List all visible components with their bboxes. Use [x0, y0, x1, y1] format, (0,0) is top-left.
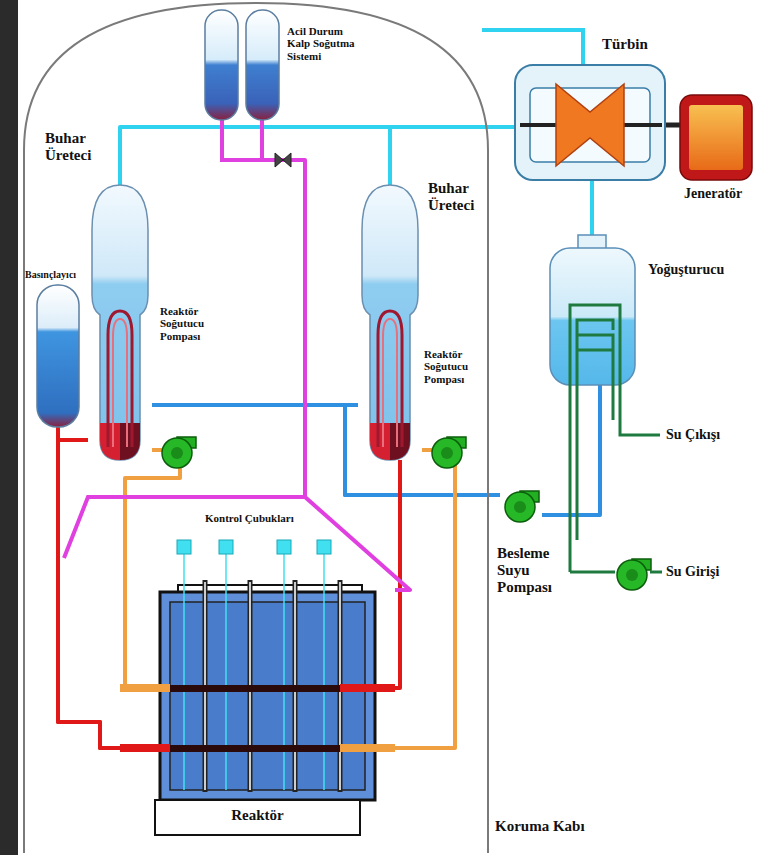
text-slot: Yoğuşturucu: [648, 262, 748, 278]
text-slot: Reaktör: [155, 807, 360, 824]
turbine: Türbin: [515, 65, 665, 180]
node-label: Buhar Üreteci: [428, 180, 488, 214]
text-slot: Jeneratör: [684, 186, 760, 202]
pipe-connector: [58, 427, 120, 748]
text-slot: Acil Durum Kalp Soğutma Sistemi: [287, 25, 365, 62]
steam-generator: Buhar Üreteci: [358, 185, 422, 460]
node-label: Türbin: [602, 36, 672, 53]
node-label: Besleme Suyu Pompası: [497, 545, 577, 595]
pipe-connector: [395, 460, 400, 688]
text-slot: Reaktör Soğutucu Pompası: [160, 305, 222, 342]
node-label: Basınçlayıcı: [25, 269, 87, 280]
part-label: Su Girişi: [666, 564, 756, 580]
text-slot: Koruma Kabı: [495, 818, 615, 835]
part-label: Kontrol Çubukları: [205, 512, 315, 524]
emergency-tanks: Acil Durum Kalp Soğutma Sistemi: [205, 10, 280, 120]
pipe-connector: [120, 127, 515, 185]
generator: Jeneratör: [680, 95, 752, 180]
containment-dome: Koruma KabıAcil Durum Kalp Soğutma Siste…: [22, 2, 490, 852]
feedwater-pump: Besleme Suyu Pompası: [500, 485, 542, 527]
pipe-connector: [665, 123, 680, 128]
reactor-vessel: Reaktör: [120, 530, 395, 835]
node-label: Koruma Kabı: [495, 818, 615, 835]
node-label: Jeneratör: [684, 186, 760, 202]
text-slot: Basınçlayıcı: [25, 269, 87, 280]
text-slot: Türbin: [602, 36, 672, 53]
text-slot: Kontrol Çubukları: [205, 512, 315, 524]
part-label: Reaktör Soğutucu Pompası: [424, 348, 486, 385]
pressurizer: Basınçlayıcı: [37, 285, 79, 427]
pipe-connector: [395, 450, 455, 748]
node-label: Buhar Üreteci: [45, 130, 111, 164]
condenser: Yoğuşturucu: [550, 235, 635, 385]
text-slot: Su Girişi: [666, 564, 756, 580]
text-slot: Besleme Suyu Pompası: [497, 545, 577, 595]
text-slot: Buhar Üreteci: [428, 180, 488, 214]
node-label: Reaktör: [155, 807, 360, 824]
text-slot: Buhar Üreteci: [45, 130, 111, 164]
pipe-connector: [590, 180, 594, 235]
node-label: Acil Durum Kalp Soğutma Sistemi: [287, 25, 365, 62]
part-label: Su Çıkışı: [666, 427, 756, 443]
text-slot: Reaktör Soğutucu Pompası: [424, 348, 486, 385]
pipe-connector: [58, 440, 120, 748]
pipe-connector: [152, 405, 500, 495]
text-slot: Su Çıkışı: [666, 427, 756, 443]
part-label: Reaktör Soğutucu Pompası: [160, 305, 222, 342]
node-label: Yoğuşturucu: [648, 262, 748, 278]
pipe-connector: [390, 127, 515, 185]
steam-generator: Buhar Üreteci: [88, 185, 152, 460]
